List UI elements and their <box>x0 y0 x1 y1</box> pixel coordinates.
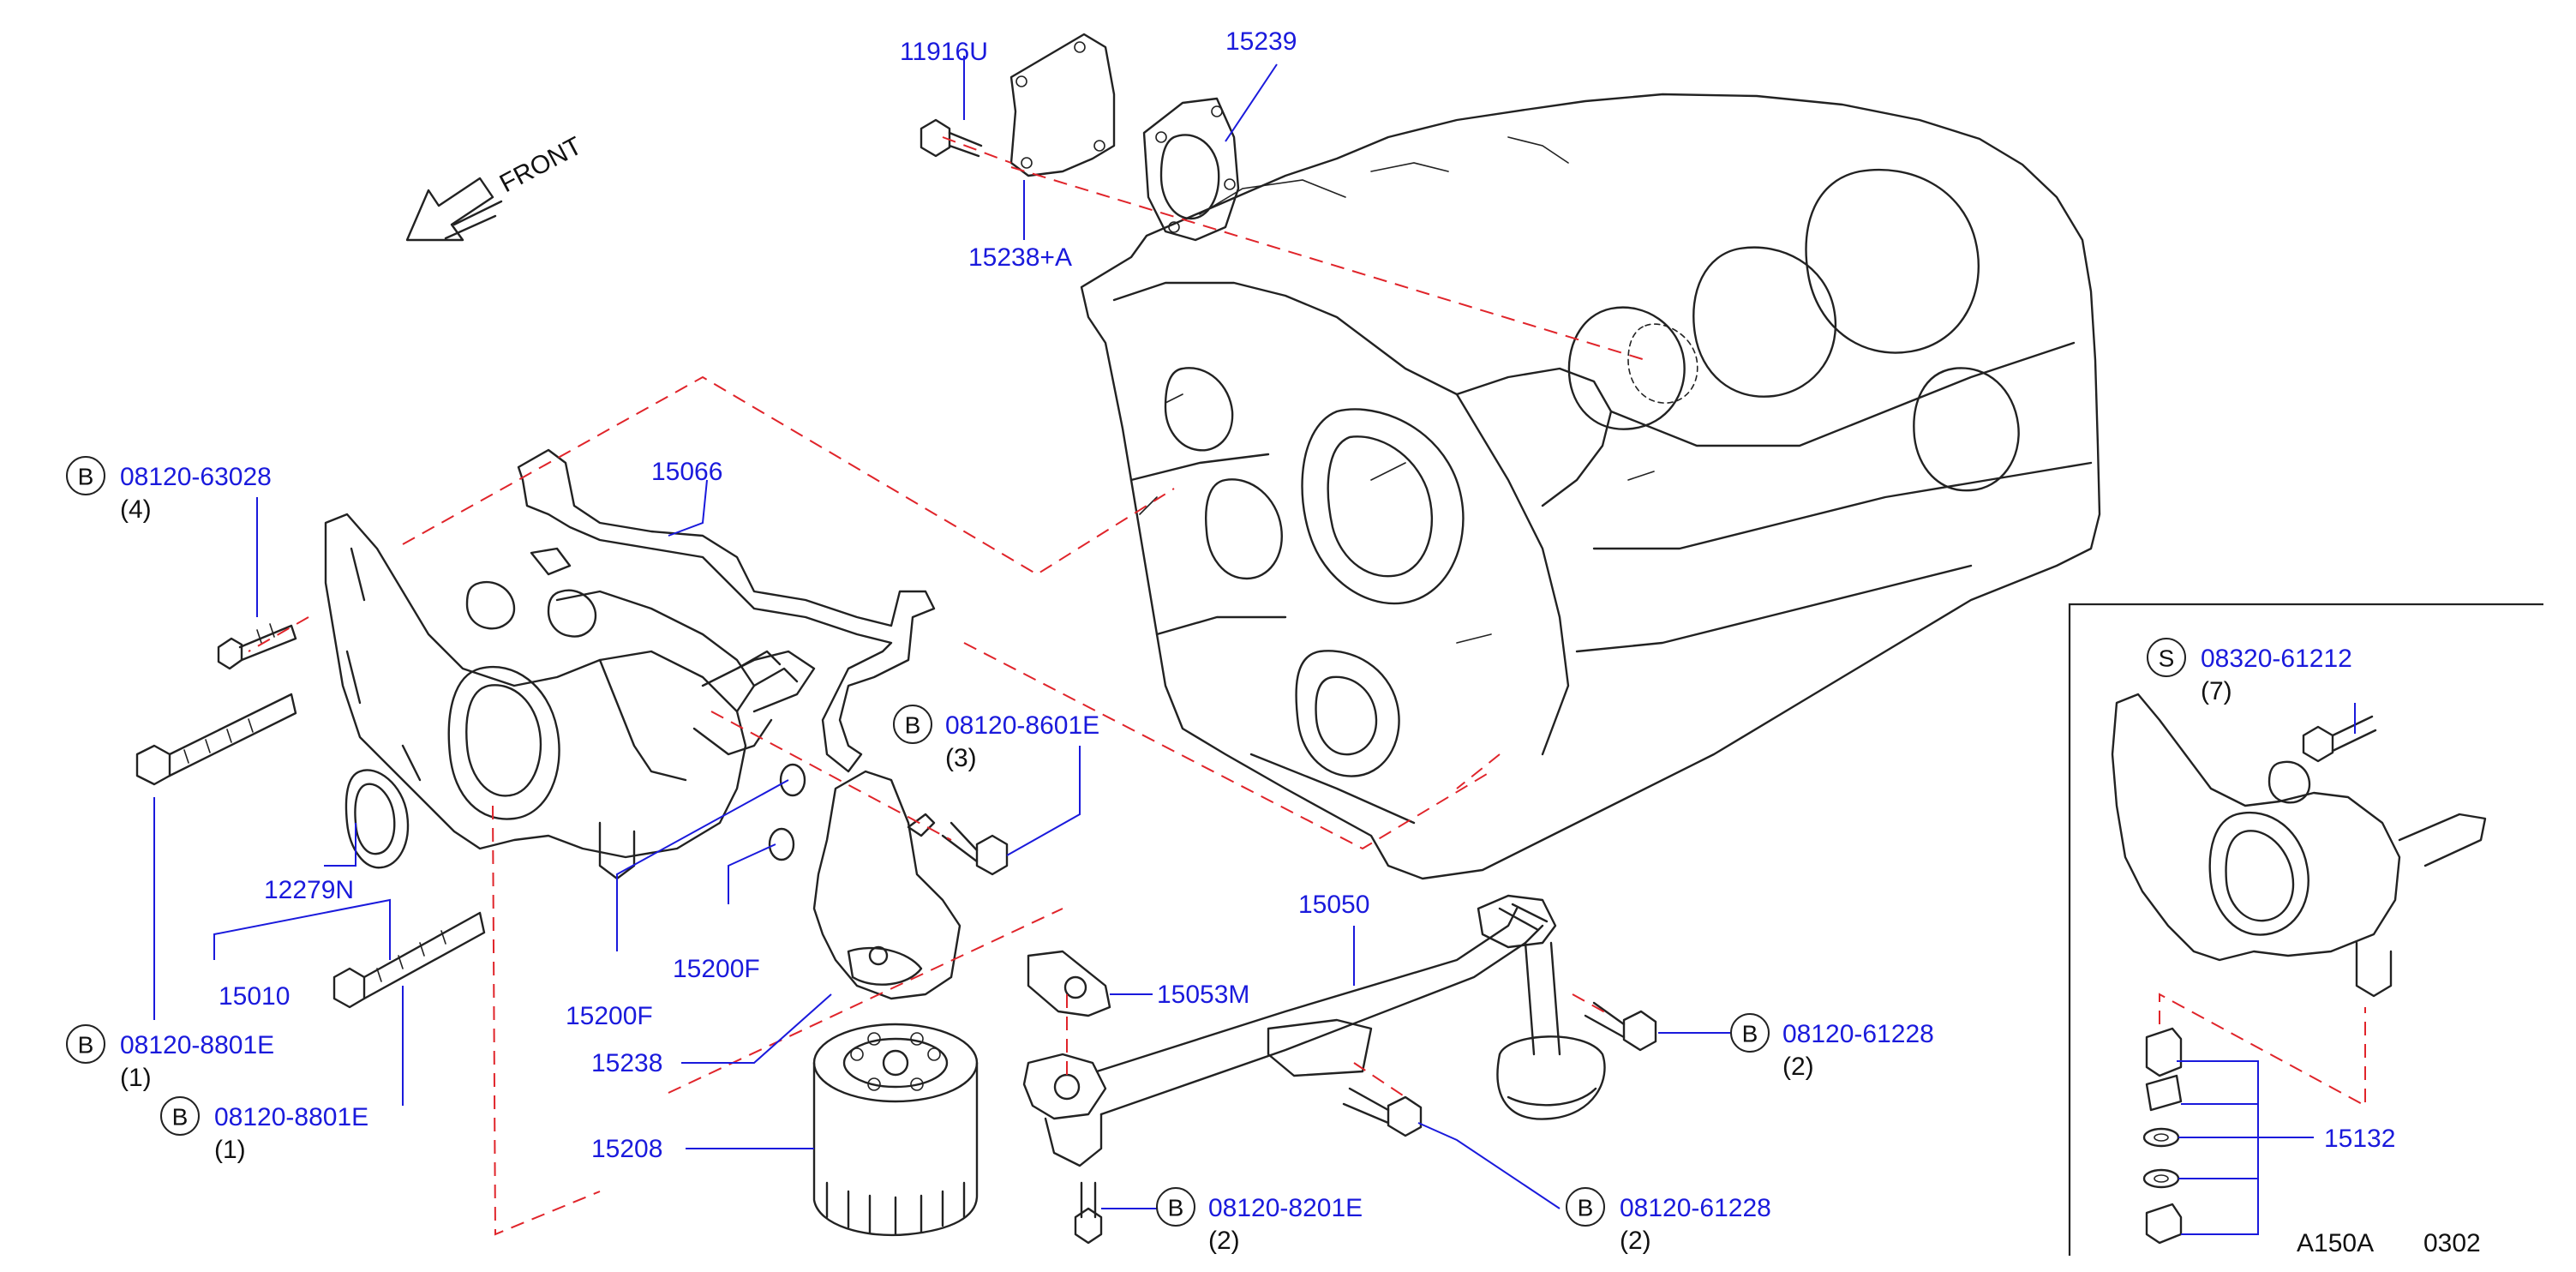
diagram-date-code: 0302 <box>2423 1229 2481 1257</box>
part-number[interactable]: 08120-8801E <box>214 1103 368 1131</box>
callout-15066[interactable]: 15066 <box>651 458 722 486</box>
gasket-15066-drawing <box>517 448 936 773</box>
callout-15053M[interactable]: 15053M <box>1157 981 1249 1009</box>
quantity: (4) <box>120 495 152 524</box>
callout-letter: B <box>1742 1021 1758 1047</box>
callout-15239[interactable]: 15239 <box>1225 27 1297 56</box>
quantity: (7) <box>2201 677 2232 705</box>
screw-symbol-icon <box>2147 638 2186 677</box>
part-number[interactable]: 08120-8801E <box>120 1031 274 1059</box>
part-number[interactable]: 08120-61228 <box>1620 1194 1771 1222</box>
callout-b-08120-8801E-b[interactable]: B 08120-8801E (1) <box>160 1096 368 1164</box>
part-number[interactable]: 08120-8201E <box>1208 1194 1363 1222</box>
gasket-15053M-drawing <box>1027 950 1111 1017</box>
callout-15200F-b[interactable]: 15200F <box>566 1002 653 1030</box>
callout-letter: B <box>78 464 94 490</box>
callout-letter: B <box>905 712 921 739</box>
front-arrow-icon <box>405 177 503 242</box>
bolt-symbol-icon <box>893 705 932 744</box>
filter-bracket-15238-drawing <box>812 770 962 1000</box>
quantity: (2) <box>1782 1053 1814 1081</box>
oil-pump-drawing <box>324 513 816 880</box>
callout-b-08120-8201E[interactable]: B 08120-8201E (2) <box>1156 1187 1363 1255</box>
callout-b-08120-61228-a[interactable]: B 08120-61228 (2) <box>1730 1013 1934 1081</box>
quantity: (1) <box>214 1136 246 1164</box>
bolts-right-drawing <box>941 821 1657 1245</box>
diagram-code: A150A <box>2297 1229 2374 1257</box>
callout-15208[interactable]: 15208 <box>591 1135 662 1163</box>
callout-letter: B <box>1578 1195 1594 1221</box>
callout-15238A[interactable]: 15238+A <box>968 243 1072 272</box>
bolt-symbol-icon <box>1730 1013 1770 1053</box>
inset-panel <box>2068 603 2543 1256</box>
callout-15050[interactable]: 15050 <box>1298 891 1369 919</box>
top-cover-parts-drawing <box>920 33 1240 242</box>
callout-11916U[interactable]: 11916U <box>900 38 988 66</box>
callout-b-08120-63028[interactable]: B 08120-63028 (4) <box>66 456 272 524</box>
oil-filter-15208-drawing <box>812 1023 979 1237</box>
quantity: (1) <box>120 1064 152 1092</box>
part-number[interactable]: 08120-8601E <box>945 711 1099 740</box>
callout-15132[interactable]: 15132 <box>2324 1125 2395 1153</box>
label-front: FRONT <box>495 132 587 199</box>
reference-lines <box>248 136 2366 1236</box>
bolt-symbol-icon <box>66 1024 105 1064</box>
callout-letter: B <box>78 1032 94 1059</box>
callout-b-08120-8601E[interactable]: B 08120-8601E (3) <box>893 705 1099 772</box>
callout-15200F-a[interactable]: 15200F <box>673 955 760 983</box>
front-label: FRONT <box>495 132 587 199</box>
bolt-symbol-icon <box>66 456 105 495</box>
leader-lines <box>153 56 2356 1235</box>
bolts-left-drawing <box>135 623 486 1009</box>
callout-15010[interactable]: 15010 <box>219 982 290 1011</box>
o-rings-15200F-drawing <box>768 763 806 861</box>
callout-letter: S <box>2159 645 2175 672</box>
engine-block-drawing <box>1080 93 2101 880</box>
callout-b-08120-8801E-a[interactable]: B 08120-8801E (1) <box>66 1024 274 1092</box>
callout-letter: B <box>172 1104 189 1131</box>
quantity: (2) <box>1620 1227 1651 1255</box>
callout-12279N[interactable]: 12279N <box>264 876 354 904</box>
quantity: (2) <box>1208 1227 1240 1255</box>
callout-15238[interactable]: 15238 <box>591 1049 662 1077</box>
quantity: (3) <box>945 744 977 772</box>
callout-b-08120-61228-b[interactable]: B 08120-61228 (2) <box>1566 1187 1771 1255</box>
callout-letter: B <box>1168 1195 1184 1221</box>
part-number[interactable]: 08120-61228 <box>1782 1020 1934 1048</box>
bolt-symbol-icon <box>160 1096 200 1136</box>
bolt-symbol-icon <box>1566 1187 1605 1227</box>
callout-s-08320-61212[interactable]: S 08320-61212 (7) <box>2147 638 2352 705</box>
bolt-symbol-icon <box>1156 1187 1195 1227</box>
seal-12279N-drawing <box>344 769 410 869</box>
part-number[interactable]: 08320-61212 <box>2201 645 2352 673</box>
part-number[interactable]: 08120-63028 <box>120 463 272 491</box>
oil-strainer-15050-drawing <box>1022 894 1606 1167</box>
